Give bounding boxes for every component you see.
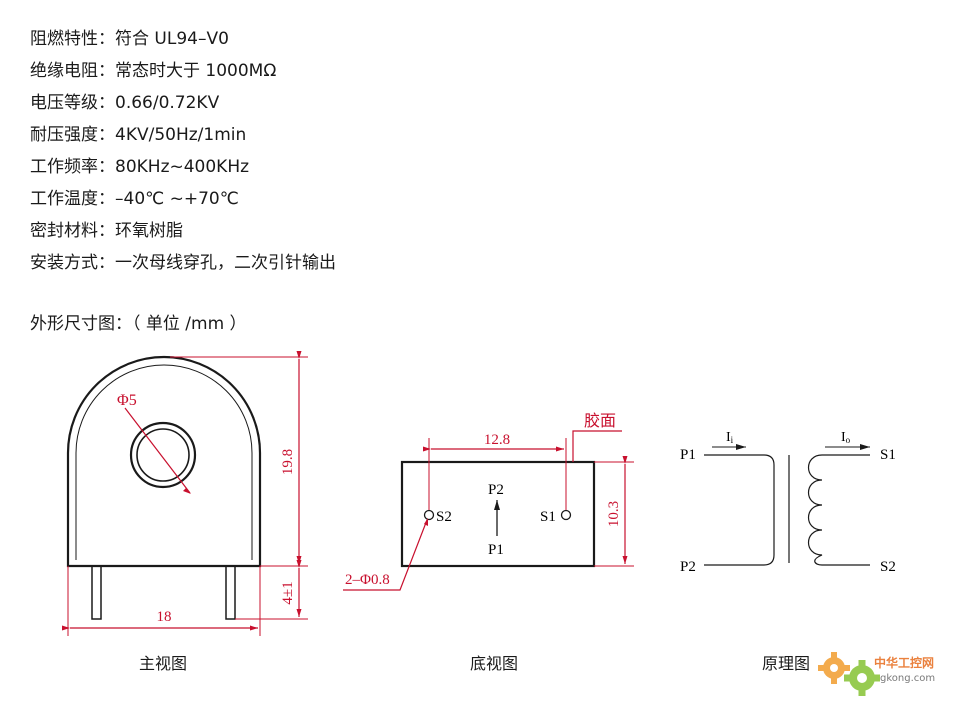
label-p2: P2 [488, 482, 504, 498]
front-view-caption: 主视图 [139, 654, 188, 673]
spec-row: 安装方式：一次母线穿孔，二次引针输出 [30, 250, 336, 282]
watermark-line1: 中华工控网 [874, 655, 934, 670]
hole-dim-label: Φ5 [117, 392, 137, 409]
gear-icon [818, 652, 850, 684]
current-in-label: Ii [726, 430, 734, 445]
spec-label: 密封材料： [30, 221, 115, 241]
label-p2: P2 [680, 559, 696, 575]
spec-row: 阻燃特性：符合 UL94–V0 [30, 26, 336, 58]
height-dim-label: 10.3 [606, 501, 622, 527]
width-dim-label: 18 [157, 609, 172, 625]
spec-value: 80KHz~400KHz [115, 157, 250, 177]
bottom-body [400, 460, 596, 568]
label-s2: S2 [436, 509, 452, 525]
front-pin-left [91, 565, 102, 620]
principle-caption: 原理图 [762, 654, 811, 673]
glue-label: 胶面 [584, 411, 616, 430]
secondary-coil [807, 454, 870, 566]
pin-dim-label: 4±1 [280, 581, 296, 604]
spec-row: 耐压强度：4KV/50Hz/1min [30, 122, 336, 154]
pin-dim-leader [343, 519, 428, 591]
pin-hole-s1 [560, 509, 572, 521]
spec-value: 符合 UL94–V0 [115, 29, 229, 49]
spec-label: 电压等级： [30, 93, 115, 113]
glue-leader [572, 430, 622, 462]
front-hole-inner [136, 428, 190, 482]
spec-value: –40℃ ~+70℃ [115, 189, 239, 209]
gear-icon [844, 660, 880, 696]
label-s2: S2 [880, 559, 896, 575]
spec-row: 工作温度：–40℃ ~+70℃ [30, 186, 336, 218]
height-dim-label: 19.8 [280, 449, 296, 475]
front-hole-outer [129, 421, 197, 489]
label-s1: S1 [880, 447, 896, 463]
spec-label: 工作频率： [30, 157, 115, 177]
spec-row: 工作频率：80KHz~400KHz [30, 154, 336, 186]
bottom-view: S2 S1 P2 P1 12.8 胶面 10.3 2–Φ0.8 [343, 411, 634, 591]
hole-dim-leader [124, 407, 191, 494]
spec-value: 一次母线穿孔，二次引针输出 [115, 253, 336, 273]
spec-value: 环氧树脂 [115, 221, 183, 241]
front-body-inner [75, 364, 253, 560]
spec-value: 4KV/50Hz/1min [115, 125, 247, 145]
front-pin-right [225, 565, 236, 620]
spec-label: 绝缘电阻： [30, 61, 115, 81]
spec-row: 绝缘电阻：常态时大于 1000MΩ [30, 58, 336, 90]
current-out-label: Io [841, 430, 851, 445]
spec-label: 耐压强度： [30, 125, 115, 145]
spec-row: 密封材料：环氧树脂 [30, 218, 336, 250]
front-body-outline [66, 355, 262, 568]
spacing-dim-label: 12.8 [484, 432, 510, 448]
pin-hole-s2 [423, 509, 435, 521]
primary-winding [704, 454, 775, 566]
spec-list: 阻燃特性：符合 UL94–V0 绝缘电阻：常态时大于 1000MΩ 电压等级：0… [30, 26, 336, 282]
spec-value: 0.66/0.72KV [115, 93, 220, 113]
watermark-logo: 中华工控网 gkong.com [818, 652, 935, 696]
label-s1: S1 [540, 509, 556, 525]
spec-label: 阻燃特性： [30, 29, 115, 49]
section-title: 外形尺寸图：（ 单位 /mm ） [30, 314, 247, 334]
spec-label: 安装方式： [30, 253, 115, 273]
watermark-line2: gkong.com [880, 673, 935, 684]
spec-value: 常态时大于 1000MΩ [115, 61, 277, 81]
front-view: Φ5 19.8 4±1 18 [62, 351, 308, 636]
label-p1: P1 [680, 447, 696, 463]
label-p1: P1 [488, 542, 504, 558]
pin-dim-label: 2–Φ0.8 [345, 572, 390, 588]
spec-label: 工作温度： [30, 189, 115, 209]
bottom-view-caption: 底视图 [470, 654, 519, 673]
principle-diagram: P1 P2 S1 S2 Ii Io [680, 430, 896, 575]
spec-row: 电压等级：0.66/0.72KV [30, 90, 336, 122]
